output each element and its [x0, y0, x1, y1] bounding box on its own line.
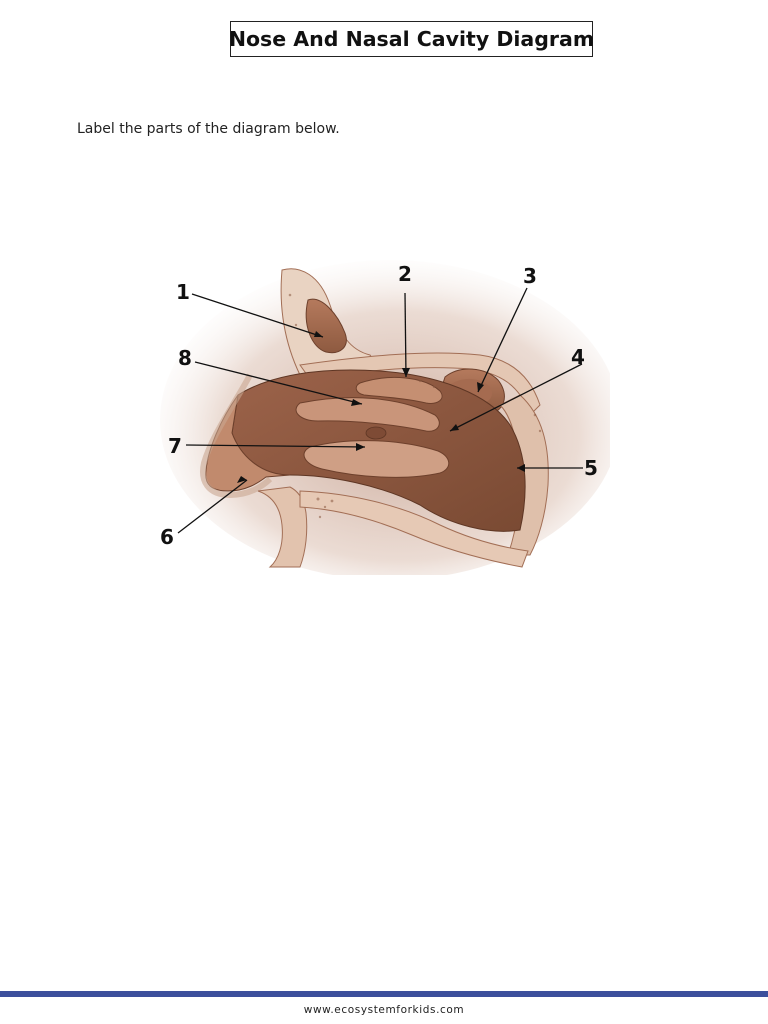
instruction-text: Label the parts of the diagram below.	[77, 121, 340, 137]
callout-2: 2	[398, 262, 412, 286]
callout-6: 6	[160, 525, 174, 549]
callout-1: 1	[176, 280, 190, 304]
nasal-cavity-illustration: 1 2 3 4 5 6 7 8	[160, 260, 610, 575]
page-title: Nose And Nasal Cavity Diagram	[229, 21, 594, 57]
callout-4: 4	[571, 345, 585, 369]
callout-5: 5	[584, 456, 598, 480]
callout-7: 7	[168, 434, 182, 458]
callout-8: 8	[178, 346, 192, 370]
footer-url[interactable]: www.ecosystemforkids.com	[303, 1004, 465, 1016]
callout-3: 3	[523, 264, 537, 288]
nasal-cavity-diagram: 1 2 3 4 5 6 7 8	[150, 255, 610, 575]
footer-bar	[0, 991, 768, 997]
